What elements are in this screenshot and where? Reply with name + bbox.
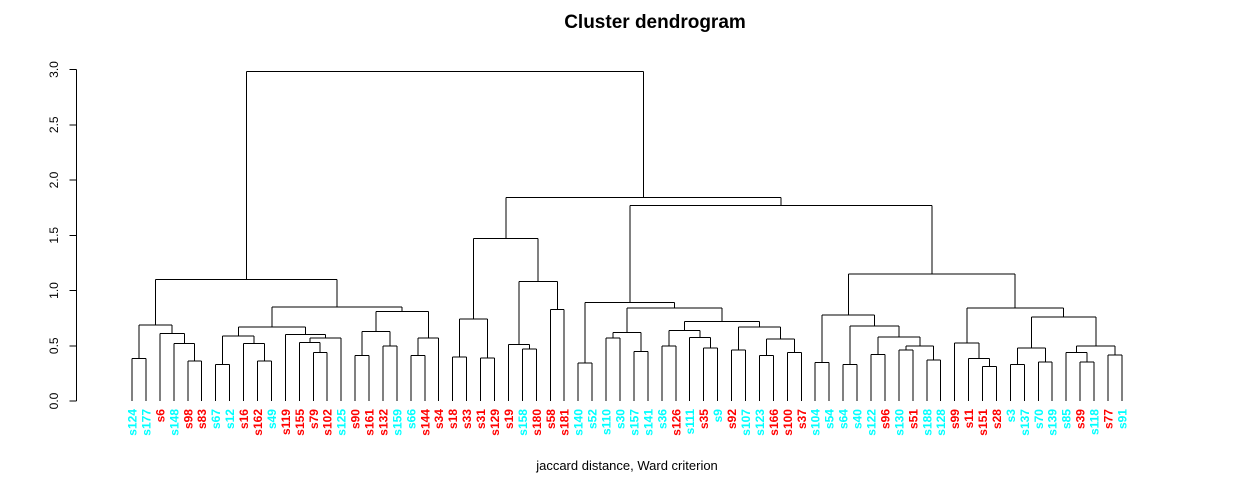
leaf-label: s12 — [223, 409, 237, 429]
leaf-label: s16 — [237, 409, 251, 429]
leaf-label: s54 — [823, 409, 837, 429]
leaf-label: s140 — [572, 409, 586, 436]
leaf-label: s141 — [641, 409, 655, 436]
leaf-label: s124 — [126, 409, 140, 436]
leaf-label: s51 — [906, 409, 920, 429]
leaf-label: s155 — [293, 409, 307, 436]
leaf-label: s83 — [195, 409, 209, 429]
leaf-label: s90 — [349, 409, 363, 429]
leaf-label: s180 — [530, 409, 544, 436]
leaf-label: s36 — [655, 409, 669, 429]
leaf-label: s49 — [265, 409, 279, 429]
leaf-label: s31 — [474, 409, 488, 429]
leaf-label: s137 — [1018, 409, 1032, 436]
leaf-label: s100 — [781, 409, 795, 436]
y-axis-tick-label: 2.5 — [47, 116, 61, 133]
leaf-label: s157 — [627, 409, 641, 436]
leaf-label: s144 — [418, 409, 432, 436]
leaf-label: s9 — [711, 409, 725, 423]
leaf-label: s159 — [390, 409, 404, 436]
leaf-label: s126 — [669, 409, 683, 436]
leaf-label: s18 — [446, 409, 460, 429]
leaf-label: s128 — [934, 409, 948, 436]
y-axis-tick-label: 0.0 — [47, 392, 61, 409]
leaf-label: s125 — [335, 409, 349, 436]
leaf-label: s122 — [864, 409, 878, 436]
chart-title: Cluster dendrogram — [564, 12, 746, 33]
leaf-label: s98 — [181, 409, 195, 429]
leaf-label: s39 — [1074, 409, 1088, 429]
leaf-label: s33 — [460, 409, 474, 429]
y-axis-tick-label: 0.5 — [47, 337, 61, 354]
leaf-label: s52 — [586, 409, 600, 429]
leaf-label: s40 — [851, 409, 865, 429]
leaf-label: s104 — [809, 409, 823, 436]
leaf-label: s66 — [404, 409, 418, 429]
leaf-label: s3 — [1004, 409, 1018, 423]
leaf-label: s28 — [990, 409, 1004, 429]
leaf-label: s181 — [558, 409, 572, 436]
leaf-label: s19 — [502, 409, 516, 429]
leaf-label: s102 — [321, 409, 335, 436]
leaf-label: s64 — [837, 409, 851, 429]
y-axis-tick-label: 2.0 — [47, 171, 61, 188]
leaf-label: s79 — [307, 409, 321, 429]
leaf-label: s37 — [795, 409, 809, 429]
leaf-label: s177 — [139, 409, 153, 436]
leaf-label: s148 — [167, 409, 181, 436]
leaf-label: s99 — [948, 409, 962, 429]
leaf-label: s91 — [1115, 409, 1129, 429]
leaf-label: s130 — [892, 409, 906, 436]
leaf-label: s166 — [767, 409, 781, 436]
leaf-label: s35 — [697, 409, 711, 429]
y-axis-tick-label: 3.0 — [47, 61, 61, 78]
leaf-label: s132 — [376, 409, 390, 436]
leaf-label: s111 — [683, 409, 697, 435]
leaf-label: s85 — [1060, 409, 1074, 429]
leaf-label: s6 — [153, 409, 167, 423]
leaf-label: s34 — [432, 409, 446, 429]
leaf-label: s118 — [1088, 409, 1102, 435]
leaf-label: s110 — [600, 409, 614, 435]
leaf-label: s107 — [739, 409, 753, 436]
leaf-label: s188 — [920, 409, 934, 436]
leaf-label: s119 — [279, 409, 293, 435]
y-axis: 0.0 0.5 1.0 1.5 2.0 2.5 3.0 — [47, 61, 77, 409]
leaf-label: s139 — [1046, 409, 1060, 436]
leaf-label: s92 — [725, 409, 739, 429]
leaf-label: s67 — [209, 409, 223, 429]
leaf-label: s11 — [962, 409, 976, 429]
leaf-label: s151 — [976, 409, 990, 436]
leaf-label: s77 — [1102, 409, 1116, 429]
leaf-label: s58 — [544, 409, 558, 429]
y-axis-tick-label: 1.5 — [47, 227, 61, 244]
leaf-label: s96 — [878, 409, 892, 429]
dendrogram-links — [131, 71, 1123, 401]
x-axis-label: jaccard distance, Ward criterion — [536, 458, 718, 473]
leaf-label: s161 — [363, 409, 377, 436]
leaf-label: s30 — [614, 409, 628, 429]
leaf-label: s123 — [753, 409, 767, 436]
y-axis-tick-label: 1.0 — [47, 282, 61, 299]
leaf-label: s162 — [251, 409, 265, 436]
leaf-label: s70 — [1032, 409, 1046, 429]
leaf-label: s129 — [488, 409, 502, 436]
leaf-label: s158 — [516, 409, 530, 436]
